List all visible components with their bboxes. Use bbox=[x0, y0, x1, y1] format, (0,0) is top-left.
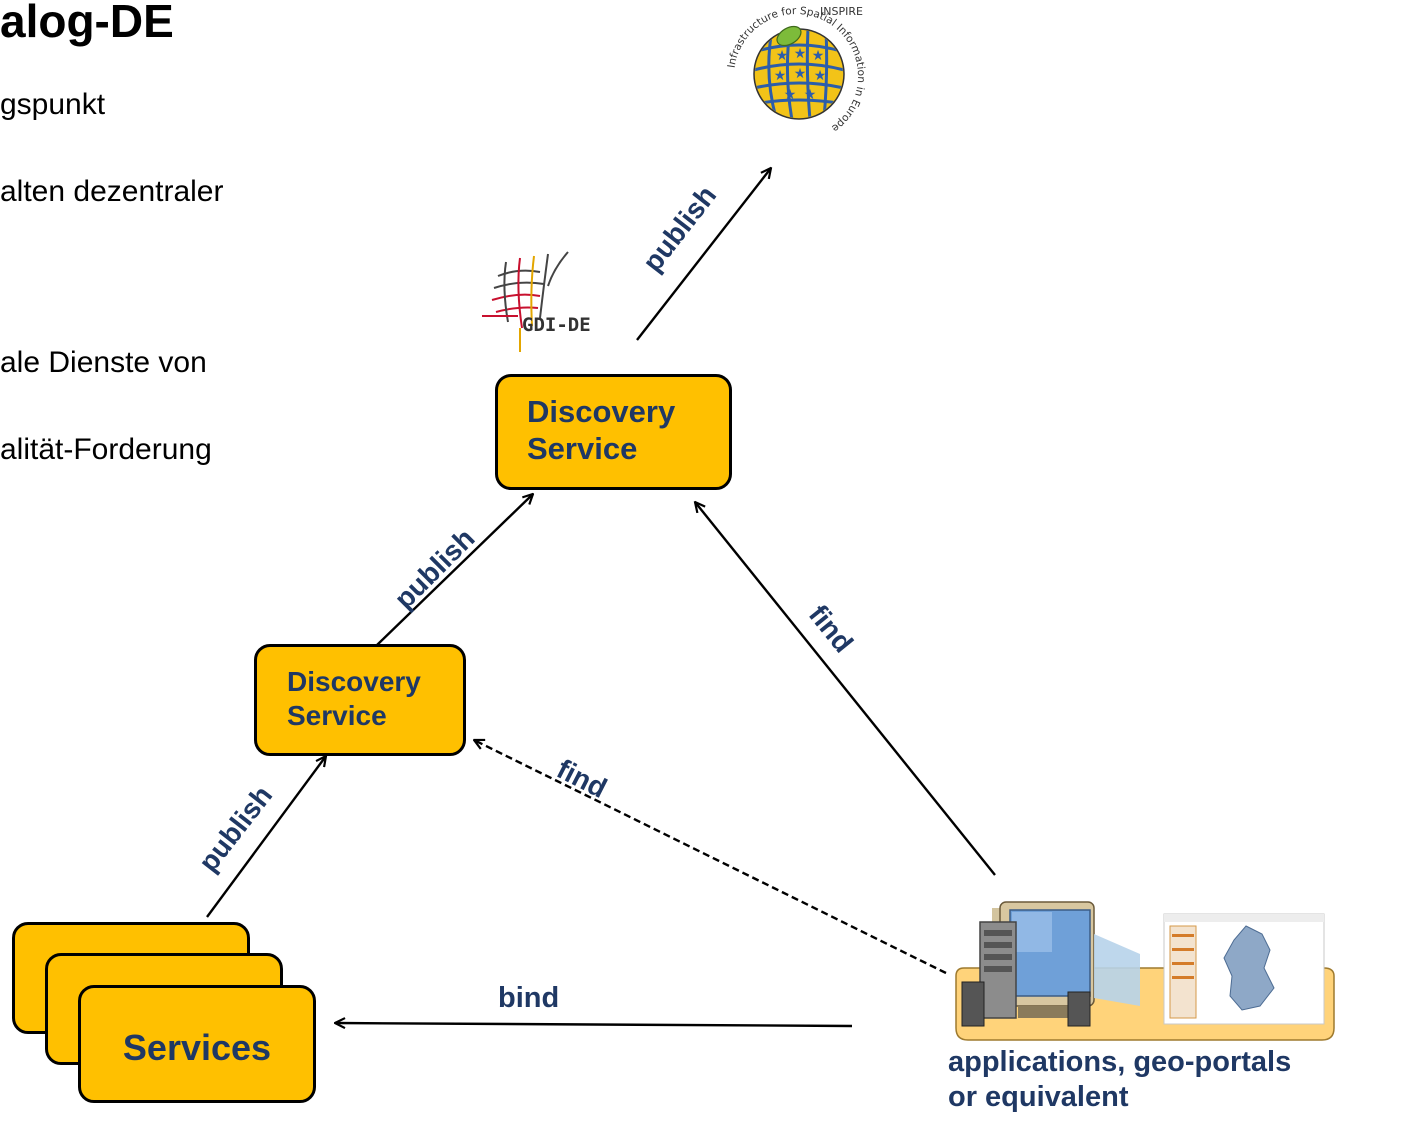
speaker-icon bbox=[961, 981, 1091, 1027]
svg-text:★: ★ bbox=[774, 68, 787, 84]
mid-discovery-line1: Discovery bbox=[287, 666, 421, 697]
gdi-de-logo-text: GDI-DE bbox=[522, 314, 591, 336]
edge-find-client-to-top bbox=[695, 502, 996, 876]
top-discovery-service-box: Discovery Service bbox=[495, 374, 732, 490]
geo-portal-map-screenshot bbox=[1163, 913, 1325, 1025]
svg-text:★: ★ bbox=[784, 87, 797, 103]
gdi-de-logo: GDI-DE bbox=[478, 248, 628, 356]
svg-text:★: ★ bbox=[814, 68, 827, 84]
svg-text:★: ★ bbox=[804, 87, 817, 103]
mid-discovery-service-box: Discovery Service bbox=[254, 644, 466, 756]
inspire-top-text: INSPIRE bbox=[820, 5, 863, 18]
client-label-line2: or equivalent bbox=[948, 1080, 1129, 1113]
client-illustration bbox=[948, 894, 1340, 1044]
client-label-line1: applications, geo-portals bbox=[948, 1046, 1292, 1078]
bullet-text-2: alten dezentraler bbox=[0, 175, 224, 208]
edge-publish-services-to-mid bbox=[206, 756, 326, 918]
edge-find-client-to-mid bbox=[474, 740, 947, 975]
label-bind-client-to-services: bind bbox=[498, 982, 560, 1014]
top-discovery-line1: Discovery bbox=[527, 394, 676, 429]
edge-bind-client-to-services bbox=[335, 1023, 853, 1026]
svg-text:★: ★ bbox=[794, 46, 807, 62]
top-discovery-line2: Service bbox=[527, 431, 638, 467]
bullet-text-1: gspunkt bbox=[0, 88, 106, 121]
bullet-text-3: ale Dienste von bbox=[0, 346, 207, 379]
bullet-text-4: alität-Forderung bbox=[0, 433, 212, 466]
svg-text:★: ★ bbox=[794, 66, 807, 82]
inspire-logo: ★★★ ★★★ ★★ Infrastructure for Spatial In… bbox=[720, 0, 872, 152]
edge-publish-to-inspire bbox=[636, 168, 771, 341]
slide-title: alog-DE bbox=[0, 0, 174, 47]
computer-tower-icon bbox=[979, 921, 1017, 1019]
services-box-front: Services bbox=[78, 985, 316, 1103]
svg-text:★: ★ bbox=[776, 48, 789, 64]
mid-discovery-line2: Service bbox=[287, 699, 387, 731]
svg-text:★: ★ bbox=[812, 48, 825, 64]
client-label: applications, geo-portals or equivalent bbox=[948, 1045, 1291, 1115]
services-label: Services bbox=[122, 1027, 272, 1068]
edge-publish-mid-to-top bbox=[376, 494, 533, 646]
